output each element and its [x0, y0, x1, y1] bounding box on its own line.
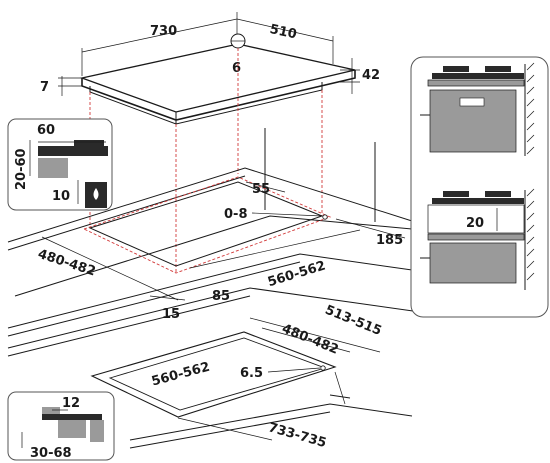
detail-height-label: 20-60 [14, 148, 29, 190]
side-clearance-label: 185 [376, 233, 403, 248]
outer-depth-label: 513-515 [323, 303, 384, 339]
flush-worktop-drawing [7, 287, 421, 449]
hob-drawing [79, 43, 356, 125]
hob-dimensions [58, 12, 360, 96]
hob-width-label: 730 [150, 24, 177, 39]
rebate-label: 6.5 [240, 366, 263, 381]
outer-width-label: 733-735 [267, 420, 328, 451]
inner-width-label: 560-562 [150, 360, 212, 390]
detail-panel-bottom [7, 391, 115, 461]
front-min-label: 85 [212, 289, 230, 304]
back-clearance-label: 55 [252, 182, 270, 197]
detail-right-clearance-label: 20 [466, 216, 484, 231]
hob-center-label: 6 [232, 61, 241, 76]
hob-height-label: 42 [362, 68, 380, 83]
inner-depth-label: 480-482 [280, 321, 341, 357]
detail-panel-right [410, 56, 549, 318]
cutout-depth-label: 480-482 [36, 247, 97, 280]
detail-bottom-height-label: 30-68 [30, 446, 72, 461]
detail-width-label: 60 [37, 123, 55, 138]
detail-panel-top [7, 118, 113, 211]
detail-bottom-depth-label: 12 [62, 396, 80, 411]
hob-depth-label: 510 [268, 22, 298, 42]
detail-clearance-label: 10 [52, 189, 70, 204]
edge-label: 15 [162, 307, 180, 322]
gap-label: 0-8 [224, 207, 248, 222]
hob-thickness-label: 7 [40, 80, 49, 95]
